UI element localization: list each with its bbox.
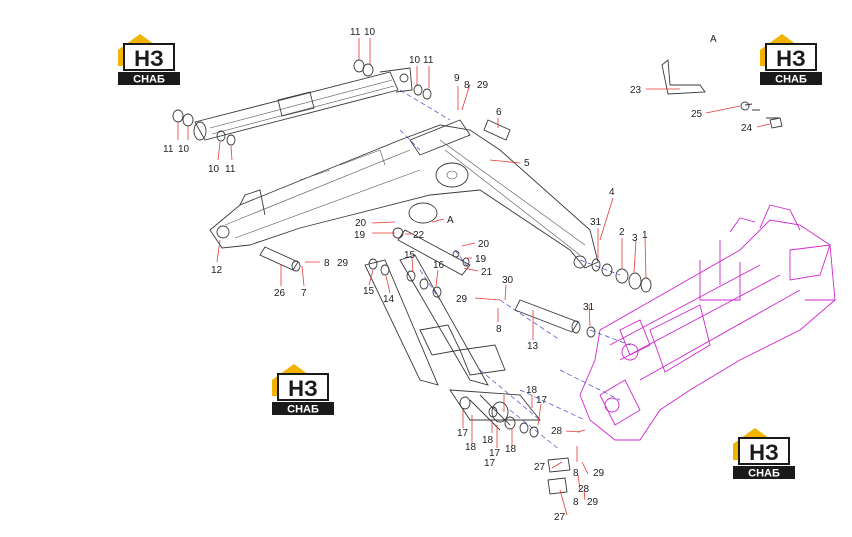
part-label: 18 — [482, 435, 494, 446]
part-label: 17 — [536, 395, 548, 406]
part-label: 3 — [632, 233, 638, 244]
part-label: 4 — [609, 187, 615, 198]
part-label: 6 — [496, 107, 502, 118]
part-label: A — [447, 215, 454, 226]
part-label: 10 — [178, 144, 190, 155]
part-label: 18 — [526, 385, 538, 396]
logo-badge — [123, 43, 175, 71]
logo-group: НЗ СНАБ НЗ СНАБ НЗ СНАБ НЗ СНАБ — [118, 34, 822, 480]
logo-word: СНАБ — [748, 468, 780, 480]
logo-initials: НЗ — [776, 46, 806, 71]
part-label: 27 — [554, 512, 566, 523]
part-label: 13 — [527, 341, 539, 352]
assembly-lines — [399, 89, 631, 451]
part-label: 8 — [464, 80, 470, 91]
logo-initials: НЗ — [749, 440, 779, 465]
part-label: 31 — [590, 217, 602, 228]
logo-initials: НЗ — [288, 376, 318, 401]
view-label: A — [710, 34, 717, 45]
part-label: 22 — [413, 230, 425, 241]
logo-word: СНАБ — [133, 74, 165, 86]
logo-word-bg — [760, 72, 822, 85]
part-label: 15 — [363, 286, 375, 297]
part-label: 29 — [456, 294, 468, 305]
part-label: 19 — [354, 230, 366, 241]
part-label: 29 — [587, 497, 599, 508]
part-label: 11 — [225, 164, 236, 175]
logo-badge — [277, 373, 329, 401]
part-label: 29 — [593, 468, 605, 479]
part-label: 9 — [454, 73, 460, 84]
leader-lines — [177, 38, 771, 516]
logo-word-bg — [118, 72, 180, 85]
logo-top-left: НЗ СНАБ — [118, 34, 180, 86]
part-label: 28 — [578, 484, 590, 495]
part-label: 20 — [478, 239, 490, 250]
part-label: 17 — [484, 458, 496, 469]
logo-word-bg — [733, 466, 795, 479]
part-label: 17 — [457, 428, 469, 439]
upper-frame-outline — [579, 204, 836, 441]
part-label: 20 — [355, 218, 367, 229]
logo-word: СНАБ — [775, 74, 807, 86]
part-label: 10 — [409, 55, 421, 66]
part-label: 28 — [551, 426, 563, 437]
logo-word-bg — [272, 402, 334, 415]
washers — [172, 59, 750, 438]
part-label: 8 — [496, 324, 502, 335]
part-label: 12 — [211, 265, 223, 276]
boom — [209, 119, 599, 269]
part-label: 18 — [505, 444, 517, 455]
part-label: 14 — [383, 294, 395, 305]
part-label: 8 — [324, 258, 330, 269]
part-label: 8 — [573, 497, 579, 508]
part-labels: 11 10 10 11 9 8 29 6 5 4 11 10 10 11 31 … — [163, 27, 753, 523]
logo-badge — [738, 437, 790, 465]
part-label: 24 — [741, 123, 753, 134]
logo-initials: НЗ — [134, 46, 164, 71]
logo-top-right: НЗ СНАБ — [760, 34, 822, 86]
part-label: 29 — [337, 258, 349, 269]
part-label: 1 — [642, 230, 648, 241]
part-label: 17 — [489, 448, 501, 459]
logo-bottom-right: НЗ СНАБ — [733, 428, 795, 480]
logo-word: СНАБ — [287, 404, 319, 416]
part-label: 27 — [534, 462, 546, 473]
part-label: 11 — [350, 27, 361, 38]
part-label: 29 — [477, 80, 489, 91]
part-label: 11 — [423, 55, 434, 66]
arm-cylinder — [193, 67, 413, 141]
part-label: 16 — [433, 260, 445, 271]
part-label: 18 — [465, 442, 477, 453]
part-label: 31 — [583, 302, 595, 313]
part-label: 15 — [404, 250, 416, 261]
part-label: 8 — [573, 468, 579, 479]
lower-assembly — [259, 59, 783, 495]
part-label: 23 — [630, 85, 642, 96]
logo-middle-left: НЗ СНАБ — [272, 364, 334, 416]
logo-badge — [765, 43, 817, 71]
part-label: 10 — [364, 27, 376, 38]
part-label: 19 — [475, 254, 487, 265]
part-label: 5 — [524, 158, 530, 169]
part-label: 11 — [163, 144, 174, 155]
part-label: 2 — [619, 227, 625, 238]
part-label: 10 — [208, 164, 220, 175]
part-label: 7 — [301, 288, 307, 299]
part-label: 21 — [481, 267, 493, 278]
part-label: 26 — [274, 288, 286, 299]
part-label: 30 — [502, 275, 514, 286]
part-label: 25 — [691, 109, 703, 120]
